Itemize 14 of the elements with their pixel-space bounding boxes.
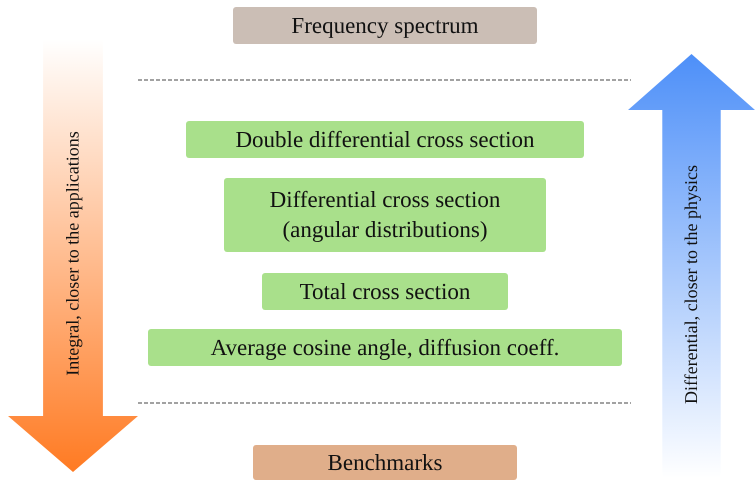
- category-label: Frequency spectrum: [291, 12, 479, 40]
- category-label: Average cosine angle, diffusion coeff.: [210, 334, 560, 362]
- arrow-label: Integral, closer to the applications: [62, 132, 84, 376]
- category-box: [186, 121, 584, 158]
- category-box: [253, 445, 517, 480]
- category-label: Benchmarks: [328, 448, 442, 477]
- arrow-label: Differential, closer to the physics: [681, 164, 702, 404]
- category-box: [148, 329, 622, 366]
- category-box: [224, 178, 546, 252]
- category-box: [262, 273, 508, 310]
- category-label: Total cross section: [300, 278, 470, 306]
- category-box: [233, 7, 537, 44]
- category-label: Double differential cross section: [235, 126, 535, 154]
- category-label: Differential cross section (angular distributions): [268, 186, 502, 244]
